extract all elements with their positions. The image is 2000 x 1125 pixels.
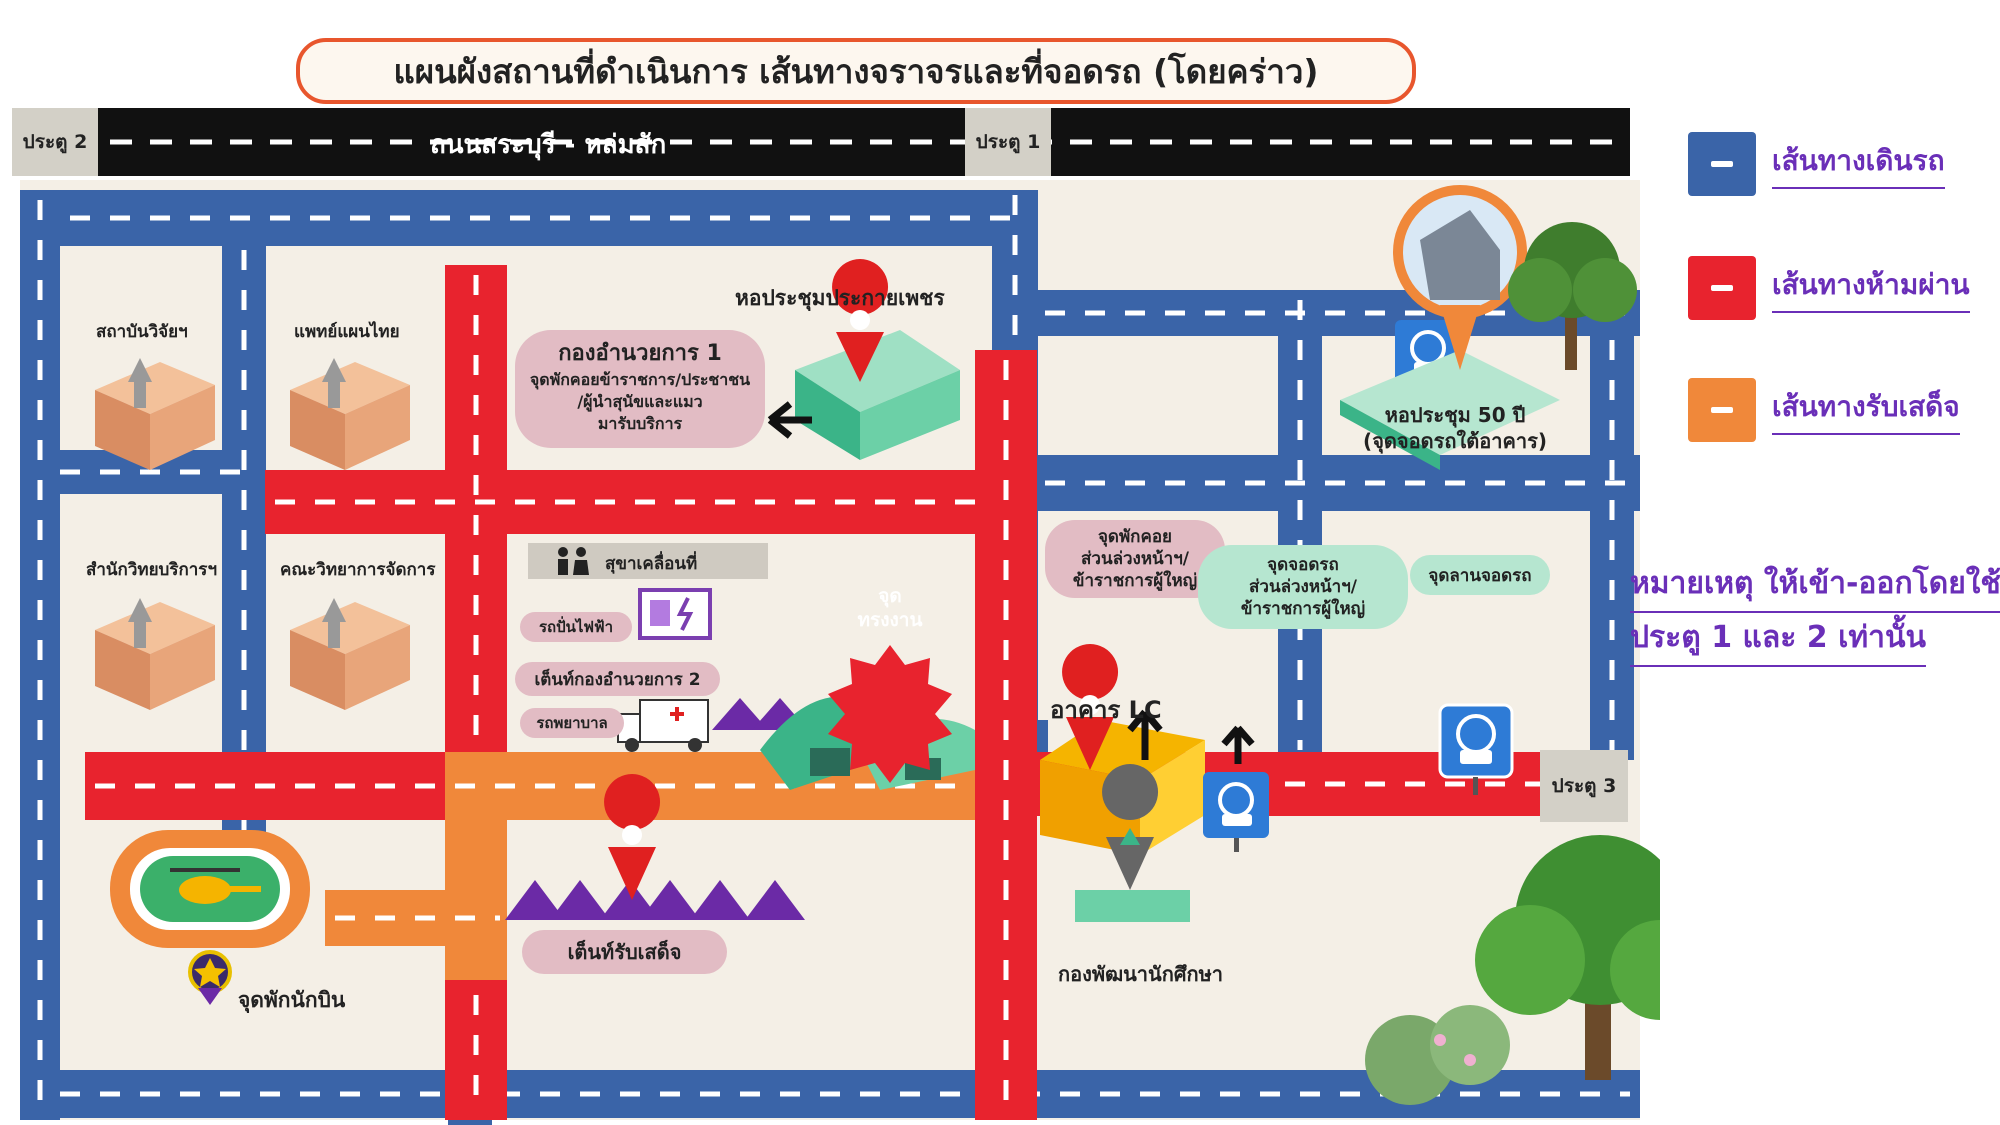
campus-map [20, 108, 1660, 1125]
legend-item-reception: เส้นทางรับเสด็จ [1688, 378, 1960, 442]
waiting-point-callout: จุดพักคอย ส่วนล่วงหน้าฯ/ ข้าราชการผู้ใหญ… [1045, 520, 1225, 598]
parking-point-callout: จุดจอดรถ ส่วนล่วงหน้าฯ/ ข้าราชการผู้ใหญ่ [1198, 545, 1408, 629]
hq1-desc-1: จุดพักคอยข้าราชการ/ประชาชน [529, 370, 751, 389]
hq1-title: กองอำนวยการ 1 [558, 341, 722, 366]
note-line-1: หมายเหตุ ให้เข้า-ออกโดยใช้ [1630, 560, 2000, 613]
royal-site-line-1: จุด [878, 585, 902, 607]
hall-50-name: หอประชุม 50 ปี [1384, 403, 1526, 427]
box-building-icon [95, 358, 215, 470]
location-pin-icon [1062, 644, 1119, 770]
hq1-desc-2: /ผู้นำสุนัขและแมว [577, 392, 703, 411]
generator-label: รถปั่นไฟฟ้า [520, 612, 632, 642]
legend-label-driving: เส้นทางเดินรถ [1772, 139, 1945, 189]
management-faculty-label: คณะวิทยาการจัดการ [280, 560, 436, 580]
legend-label-no-entry: เส้นทางห้ามผ่าน [1772, 263, 1970, 313]
tree-icon [1365, 835, 1660, 1105]
arrow-icon [1127, 709, 1255, 764]
parking-sign-icon [1203, 772, 1269, 852]
hq2-label: เต็นท์กองอำนวยการ 2 [515, 662, 720, 696]
location-pin-icon [832, 259, 889, 382]
hq1-callout: กองอำนวยการ 1 จุดพักคอยข้าราชการ/ประชาชน… [515, 330, 765, 448]
map-title: แผนผังสถานที่ดำเนินการ เส้นทางจราจรและที… [296, 38, 1416, 104]
student-affairs-label: กองพัฒนานักศึกษา [1058, 962, 1224, 986]
pilot-rest-label: จุดพักนักบิน [238, 988, 346, 1012]
parking-lot-label: จุดลานจอดรถ [1410, 555, 1550, 595]
royal-site-line-2: ทรงงาน [857, 609, 923, 631]
academic-services-label: สำนักวิทยบริการฯ [86, 560, 217, 580]
waiting-point-line-1: จุดพักคอย [1097, 527, 1173, 547]
thai-medicine-label: แพทย์แผนไทย [294, 322, 400, 342]
parking-sign-icon [1438, 703, 1514, 795]
legend-item-no-entry: เส้นทางห้ามผ่าน [1688, 256, 1970, 320]
research-institute-label: สถาบันวิจัยฯ [96, 322, 188, 342]
waiting-point-line-2: ส่วนล่วงหน้าฯ/ [1081, 549, 1189, 569]
gate-3[interactable]: ประตู 3 [1540, 750, 1628, 822]
generator-truck-icon [638, 588, 712, 640]
auditorium-label: หอประชุมประกายเพชร [735, 286, 945, 310]
arrow-icon [767, 401, 812, 439]
hall-50-note: (จุดจอดรถใต้อาคาร) [1363, 429, 1547, 453]
box-building-icon [290, 598, 410, 710]
toilet-icon [558, 547, 589, 575]
hq1-desc-3: มารับบริการ [597, 414, 683, 433]
hall-50-photo-pin [1393, 185, 1527, 370]
road-name: ถนนสระบุรี - หล่มสัก [430, 130, 667, 160]
mobile-toilet-label: สุขาเคลื่อนที่ [605, 554, 698, 574]
legend-swatch-no-entry [1688, 256, 1756, 320]
helicopter-icon [170, 868, 261, 904]
star-badge-icon [188, 950, 232, 1005]
legend-label-reception: เส้นทางรับเสด็จ [1772, 385, 1960, 435]
ambulance-label: รถพยาบาล [520, 708, 624, 738]
lc-building-label: อาคาร LC [1050, 696, 1162, 724]
royal-site-star [828, 645, 952, 783]
tree-icon [1508, 222, 1637, 370]
hall-50-label: หอประชุม 50 ปี (จุดจอดรถใต้อาคาร) [1355, 402, 1555, 454]
box-building-icon [95, 598, 215, 710]
gate-1[interactable]: ประตู 1 [965, 108, 1051, 176]
hall-50-building[interactable] [1340, 350, 1560, 470]
tent-icon [505, 880, 805, 920]
legend-swatch-reception [1688, 378, 1756, 442]
legend-swatch-driving [1688, 132, 1756, 196]
legend-item-driving: เส้นทางเดินรถ [1688, 132, 1945, 196]
royal-site-label: จุด ทรงงาน [850, 584, 930, 632]
note-line-2: ประตู 1 และ 2 เท่านั้น [1630, 614, 1927, 667]
parking-point-line-2: ส่วนล่วงหน้าฯ/ [1249, 577, 1357, 597]
parking-point-line-3: ข้าราชการผู้ใหญ่ [1240, 599, 1366, 619]
box-building-icon [290, 358, 410, 470]
auditorium-building[interactable] [795, 330, 960, 460]
waiting-point-line-3: ข้าราชการผู้ใหญ่ [1072, 571, 1198, 591]
location-pin-icon [1075, 764, 1190, 922]
gate-2[interactable]: ประตู 2 [12, 108, 98, 176]
reception-tent-label: เต็นท์รับเสด็จ [522, 930, 727, 974]
location-pin-icon [604, 774, 661, 900]
ambulance-icon [617, 699, 709, 752]
parking-point-line-1: จุดจอดรถ [1267, 555, 1339, 575]
